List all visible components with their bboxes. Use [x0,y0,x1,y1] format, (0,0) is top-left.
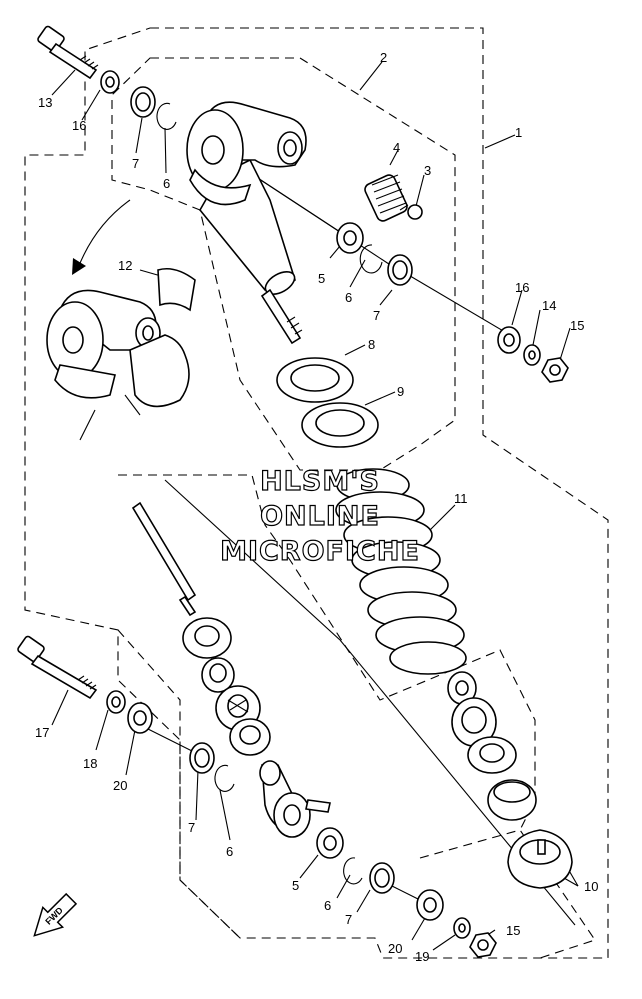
part-11-spring [335,468,467,675]
part-7-bearing-upper [130,86,156,118]
callout-20-right: 20 [388,941,402,956]
part-18-washer [106,690,126,714]
callout-12: 12 [118,258,132,273]
watermark: HLSM'S ONLINE MICROFICHE [219,465,420,567]
part-20-collar-left [127,702,153,734]
callout-6-upper-mid: 6 [345,290,352,305]
watermark-line-1: HLSM'S [260,466,380,497]
right-internal-stack [447,671,537,821]
callout-16-left: 16 [72,118,86,133]
callout-18: 18 [83,756,97,771]
callout-19: 19 [415,949,429,964]
callout-5-upper: 5 [318,271,325,286]
part-16-collar-right [497,326,521,354]
callout-3: 3 [424,163,431,178]
callout-7-lower-left: 7 [188,820,195,835]
callout-8: 8 [368,337,375,352]
callout-13: 13 [38,95,52,110]
part-15-nut-lower [469,932,497,958]
piston-rod [260,288,303,345]
callout-labels: 1 2 3 4 5 5 6 6 6 6 7 7 7 7 8 9 10 11 12… [35,50,598,964]
part-6-circlip-upper [156,102,177,130]
part-8-spring-nut [276,357,354,403]
part-20-collar-right [416,889,444,921]
lower-internal-parts [182,617,271,756]
callout-16-right: 16 [515,280,529,295]
callout-2: 2 [380,50,387,65]
callout-17: 17 [35,725,49,740]
lower-clevis [259,760,331,838]
part-5-bushing-upper [336,222,364,254]
part-12-label-detail [46,267,196,441]
fwd-direction-badge: FWD [33,892,78,937]
part-6-circlip-lower-left [214,764,235,792]
callout-11: 11 [454,491,468,506]
watermark-line-2: ONLINE [260,501,380,532]
callout-7-upper-mid: 7 [373,308,380,323]
part-7-bearing-lower-left [189,742,215,774]
part-5-bushing-lower [316,827,344,859]
callout-6-upper-left: 6 [163,176,170,191]
part-13-bolt [37,25,99,80]
part-17-bolt [17,635,98,700]
assembly-outline-spring [118,474,536,831]
callout-7-lower-right: 7 [345,912,352,927]
callout-15-lower: 15 [506,923,520,938]
callout-7-upper-left: 7 [132,156,139,171]
part-6-circlip-mid [359,244,383,274]
part-10-bump-stop [507,829,573,889]
part-7-bearing-mid [387,254,413,286]
part-14-washer [523,344,541,366]
part-2-shock-body [186,101,307,295]
callout-9: 9 [397,384,404,399]
callout-6-lower-right: 6 [324,898,331,913]
callout-6-lower-left: 6 [226,844,233,859]
assembly-outline-lower [117,629,596,959]
part-9-locknut [301,402,379,448]
watermark-line-3: MICROFICHE [220,536,420,567]
part-19-washer [453,917,471,939]
callout-5-lower: 5 [292,878,299,893]
part-4-adjuster [364,174,408,222]
assembly-outline-1 [24,27,609,959]
part-6-circlip-lower-right [343,857,363,885]
part-7-bearing-lower-right [369,862,395,894]
callout-15-upper: 15 [570,318,584,333]
assembly-outline-2 [111,57,456,471]
callout-4: 4 [393,140,400,155]
callout-20-left: 20 [113,778,127,793]
callout-14: 14 [542,298,556,313]
part-3-screw [399,204,423,220]
part-15-nut-upper [541,357,569,383]
callout-10: 10 [584,879,598,894]
lower-rod [131,501,197,617]
detail-arrow [72,199,131,275]
part-16-collar-upper [100,70,120,94]
callout-1: 1 [515,125,522,140]
